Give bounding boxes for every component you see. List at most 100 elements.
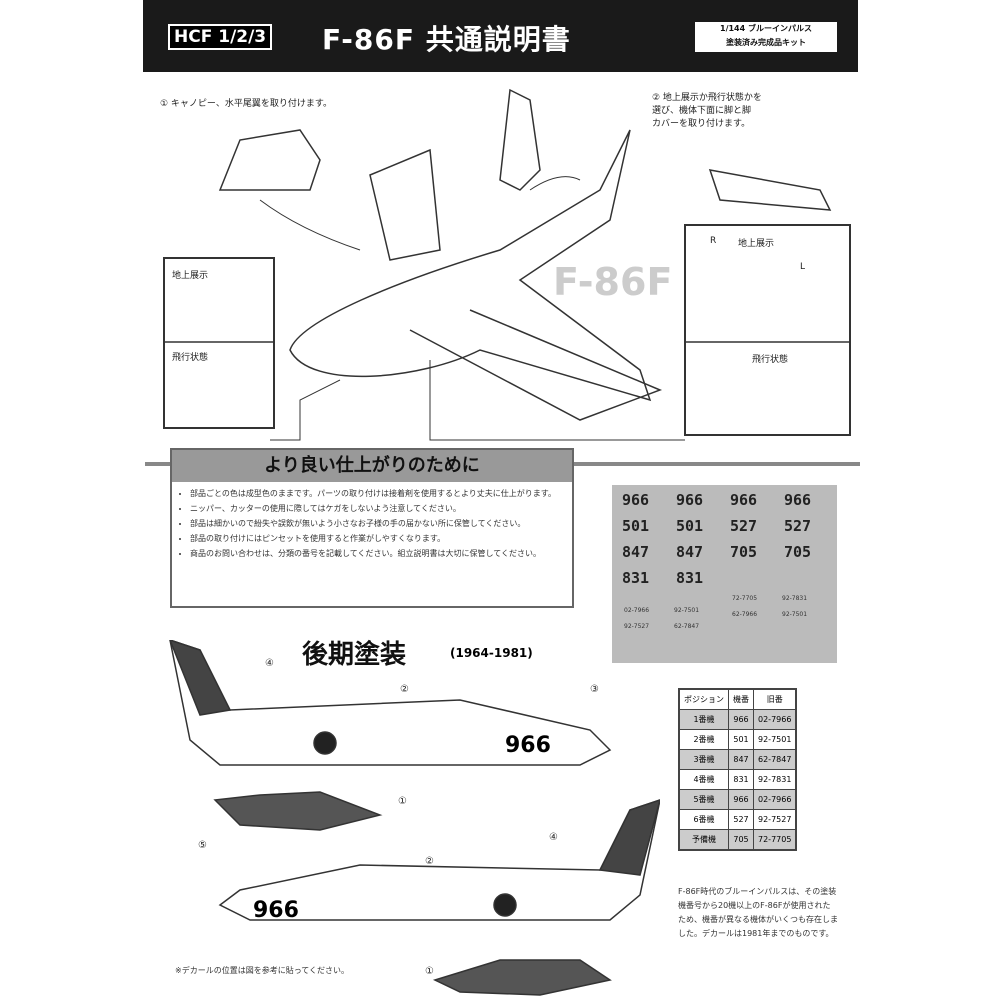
callout: ④ xyxy=(265,658,274,669)
canopy-part xyxy=(218,129,321,191)
table-header-row: ポジション機番旧番 xyxy=(678,688,797,710)
column-header: 旧番 xyxy=(753,688,797,710)
tips-list: 部品ごとの色は成型色のままです。パーツの取り付けは接着剤を使用するとより丈夫に仕… xyxy=(172,486,572,561)
decal-serial: 92-7831 xyxy=(782,595,808,602)
drop-tank-lower xyxy=(432,959,612,996)
aircraft-fuselage xyxy=(289,129,652,402)
gear-ground-label: 地上展示 xyxy=(172,271,209,281)
decal-serial: 92-7501 xyxy=(782,611,808,618)
tail-number-upper: 966 xyxy=(505,733,551,758)
callout: ⑤ xyxy=(198,840,207,851)
table-cell: 02-7966 xyxy=(753,709,797,730)
table-cell: 予備機 xyxy=(678,829,729,851)
table-cell: 527 xyxy=(728,809,754,830)
callout: ④ xyxy=(549,832,558,843)
callout: ③ xyxy=(590,684,599,695)
table-cell: 3番機 xyxy=(678,749,729,770)
table-cell: 02-7966 xyxy=(753,789,797,810)
decal-number: 501 xyxy=(676,517,704,535)
callout: ① xyxy=(398,796,407,807)
drop-tank-upper xyxy=(213,791,383,831)
series-badge: HCF 1/2/3 xyxy=(168,24,273,50)
gear-flight-label-2: 飛行状態 xyxy=(752,355,789,365)
gear-right-label: R xyxy=(710,236,717,246)
decal-number: 847 xyxy=(676,543,704,561)
decal-number: 966 xyxy=(676,491,704,509)
decal-serial: 62-7847 xyxy=(674,623,700,630)
tip-item: 部品の取り付けにはピンセットを使用すると作業がしやすくなります。 xyxy=(190,531,572,546)
column-header: 機番 xyxy=(728,688,754,710)
table-cell: 62-7847 xyxy=(753,749,797,770)
table-cell: 72-7705 xyxy=(753,829,797,851)
table-cell: 501 xyxy=(728,729,754,750)
table-cell: 2番機 xyxy=(678,729,729,750)
decal-number: 705 xyxy=(730,543,758,561)
roundel xyxy=(493,893,517,917)
decal-serial: 72-7705 xyxy=(732,595,758,602)
tip-item: 部品は細かいので紛失や誤飲が無いよう小さなお子様の手の届かない所に保管してくださ… xyxy=(190,516,572,531)
decal-number: 501 xyxy=(622,517,650,535)
decal-number: 966 xyxy=(622,491,650,509)
decal-number: 527 xyxy=(730,517,758,535)
step-2-line: カバーを取り付けます。 xyxy=(652,119,751,129)
decal-number: 966 xyxy=(730,491,758,509)
decal-number: 705 xyxy=(784,543,812,561)
step-2-line: 選び、機体下面に脚と脚 xyxy=(652,106,752,116)
table-cell: 966 xyxy=(728,709,754,730)
column-header: ポジション xyxy=(678,688,729,710)
watermark-text: F-86F xyxy=(553,260,673,304)
table-cell: 4番機 xyxy=(678,769,729,790)
tail-fin-part xyxy=(499,88,541,191)
tip-item: ニッパー、カッターの使用に際してはケガをしないよう注意してください。 xyxy=(190,501,572,516)
table-cell: 92-7527 xyxy=(753,809,797,830)
footer-note: ※デカールの位置は図を参考に貼ってください。 xyxy=(175,966,350,975)
table-cell: 831 xyxy=(728,769,754,790)
decal-serial: 92-7527 xyxy=(624,623,650,630)
tips-title: より良い仕上がりのために xyxy=(172,450,572,482)
aircraft-wing-left xyxy=(369,148,441,261)
stabilizer-part xyxy=(708,169,832,211)
table-cell: 92-7501 xyxy=(753,729,797,750)
page-title: F-86F 共通説明書 xyxy=(322,23,571,56)
gear-ground-label-2: 地上展示 xyxy=(738,239,775,249)
decal-serial: 62-7966 xyxy=(732,611,758,618)
callout: ② xyxy=(425,856,434,867)
table-cell: 92-7831 xyxy=(753,769,797,790)
history-note: F-86F時代のブルーインパルスは、その塗装機番号から20機以上のF-86Fが使… xyxy=(678,887,838,938)
tip-item: 商品のお問い合わせは、分類の番号を記載してください。組立説明書は大切に保管してく… xyxy=(190,546,572,561)
decal-number: 831 xyxy=(676,569,704,587)
aircraft-wing-right xyxy=(409,309,663,421)
callout: ① xyxy=(425,966,434,977)
step-2-line: ② 地上展示か飛行状態かを xyxy=(652,93,762,103)
decal-serial: 02-7966 xyxy=(624,607,650,614)
decal-number: 831 xyxy=(622,569,650,587)
gear-flight-label: 飛行状態 xyxy=(172,353,209,363)
scheme-years: (1964-1981) xyxy=(450,646,533,660)
decal-number: 847 xyxy=(622,543,650,561)
tips-box: より良い仕上がりのために 部品ごとの色は成型色のままです。パーツの取り付けは接着… xyxy=(170,448,574,608)
profile-diagrams xyxy=(169,640,660,996)
table-cell: 705 xyxy=(728,829,754,851)
table-cell: 847 xyxy=(728,749,754,770)
table-cell: 6番機 xyxy=(678,809,729,830)
gear-left-label: L xyxy=(800,262,806,272)
tip-item: 部品ごとの色は成型色のままです。パーツの取り付けは接着剤を使用するとより丈夫に仕… xyxy=(190,486,572,501)
scheme-title: 後期塗装 xyxy=(302,640,407,670)
decal-number: 527 xyxy=(784,517,812,535)
assembly-diagram xyxy=(163,88,851,441)
table-cell: 1番機 xyxy=(678,709,729,730)
kit-label: 1/144 ブルーインパルス塗装済み完成品キット xyxy=(695,22,837,52)
tail-number-lower: 966 xyxy=(253,898,299,923)
step-2: ② 地上展示か飛行状態かを選び、機体下面に脚と脚カバーを取り付けます。 xyxy=(652,92,762,131)
roundel xyxy=(313,731,337,755)
